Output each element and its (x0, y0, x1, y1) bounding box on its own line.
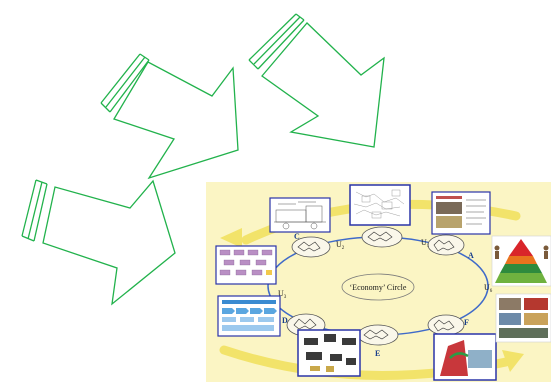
svg-text:U3: U3 (278, 289, 287, 300)
node-d-sketch (293, 318, 317, 330)
svg-text:U1: U1 (421, 238, 430, 249)
top-swoosh-arrowhead (220, 228, 242, 248)
link-label-u3: U3 (278, 289, 287, 300)
green-outline-arrows (21, 13, 385, 306)
u6-subscript: 6 (490, 289, 493, 294)
thumbnail-c (215, 245, 277, 285)
bottom-swoosh-arrowhead (502, 350, 524, 372)
green-arrow-1 (100, 53, 239, 180)
center-oval (341, 273, 415, 301)
node-c-sketch (297, 241, 321, 252)
green-arrow-2 (248, 13, 385, 148)
thumbnail-right-photos (495, 293, 551, 343)
node-f-cell (427, 314, 465, 336)
u2-subscript: 2 (342, 246, 345, 251)
node-a-cell (427, 234, 465, 256)
node-label-a: A (468, 251, 474, 260)
thumbnail-d (217, 295, 281, 337)
node-label-f: F (464, 318, 469, 327)
node-label-c: C (294, 232, 300, 241)
economy-circle-figure: ‘Economy’ Circle A B C D E F U1 (206, 182, 551, 382)
node-sketches (293, 231, 455, 340)
thumbnail-a (431, 191, 491, 235)
green-arrow-3 (21, 179, 176, 306)
center-label: ‘Economy’ Circle (350, 283, 407, 292)
node-e-sketch (363, 329, 389, 340)
thumbnail-pyramid (491, 235, 551, 287)
node-a-sketch (433, 239, 455, 252)
node-b-sketch (367, 231, 393, 242)
node-f-sketch (433, 319, 455, 332)
u1-subscript: 1 (427, 244, 430, 249)
link-label-u1: U1 (421, 238, 430, 249)
node-c-cell (291, 236, 331, 258)
thumbnail-e (297, 329, 361, 377)
thumbnail-c-top (269, 197, 331, 233)
node-label-d: D (282, 316, 288, 325)
thumbnail-b (349, 184, 411, 226)
node-label-e: E (375, 349, 380, 358)
link-label-u2: U2 (336, 240, 345, 251)
economy-circle-svg: ‘Economy’ Circle A B C D E F U1 (206, 182, 551, 382)
svg-text:U6: U6 (484, 283, 493, 294)
link-label-u6: U6 (484, 283, 493, 294)
u3-subscript: 3 (284, 295, 287, 300)
thumbnail-f (433, 333, 497, 381)
svg-text:U2: U2 (336, 240, 345, 251)
node-b-cell (361, 226, 403, 248)
